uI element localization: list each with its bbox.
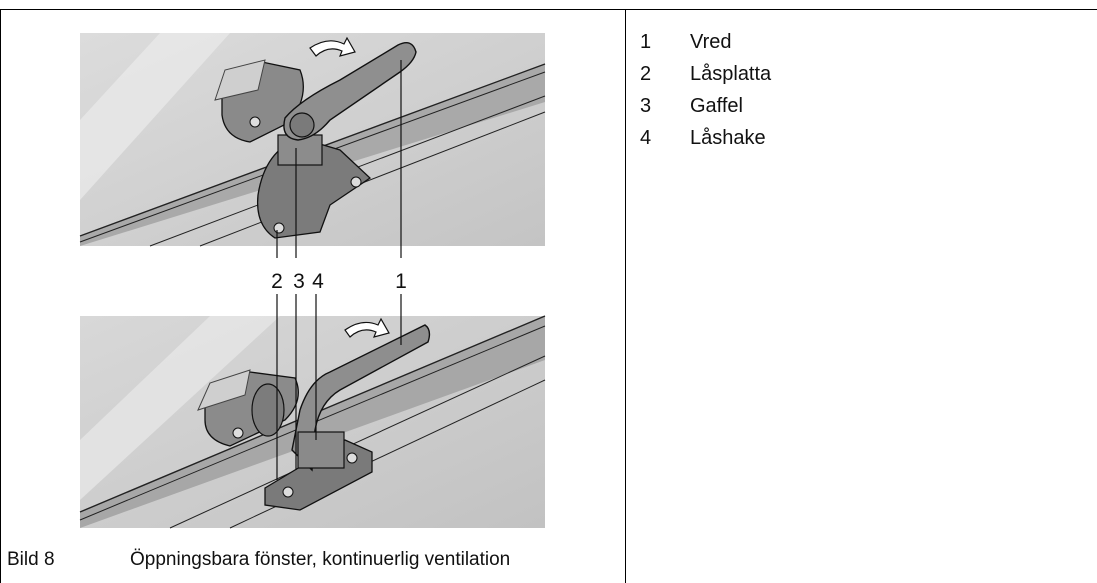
legend-item: 4 Låshake <box>640 124 771 156</box>
table-column-divider <box>625 9 626 583</box>
figure-illustration: 2 3 4 1 Bild 8 Öppningsbara fönster, kont… <box>7 33 546 571</box>
legend-item: 3 Gaffel <box>640 92 771 124</box>
legend-list: 1 Vred 2 Låsplatta 3 Gaffel 4 Låshake <box>640 28 771 156</box>
legend-item-label: Låshake <box>690 127 766 149</box>
legend-item: 2 Låsplatta <box>640 60 771 92</box>
callout-3: 3 <box>293 270 305 293</box>
legend-item-label: Låsplatta <box>690 63 772 85</box>
legend-item-number: 4 <box>640 127 652 149</box>
callout-2: 2 <box>271 270 283 293</box>
figure-caption: Bild 8 Öppningsbara fönster, kontinuerlig… <box>7 549 510 571</box>
callout-4: 4 <box>312 270 324 293</box>
legend-item-number: 1 <box>640 31 652 53</box>
caption-label: Bild 8 <box>7 549 55 570</box>
legend-item-number: 2 <box>640 63 652 85</box>
legend-item-number: 3 <box>640 95 652 117</box>
caption-text: Öppningsbara fönster, kontinuerlig venti… <box>130 549 511 570</box>
table-left-border <box>0 9 1 583</box>
callout-1: 1 <box>395 270 407 293</box>
legend-item-label: Vred <box>690 31 732 53</box>
legend-item-label: Gaffel <box>690 95 743 117</box>
top-drawing <box>79 33 546 258</box>
legend-item: 1 Vred <box>640 28 771 60</box>
table-top-border <box>0 9 1097 10</box>
bottom-drawing <box>79 294 546 529</box>
